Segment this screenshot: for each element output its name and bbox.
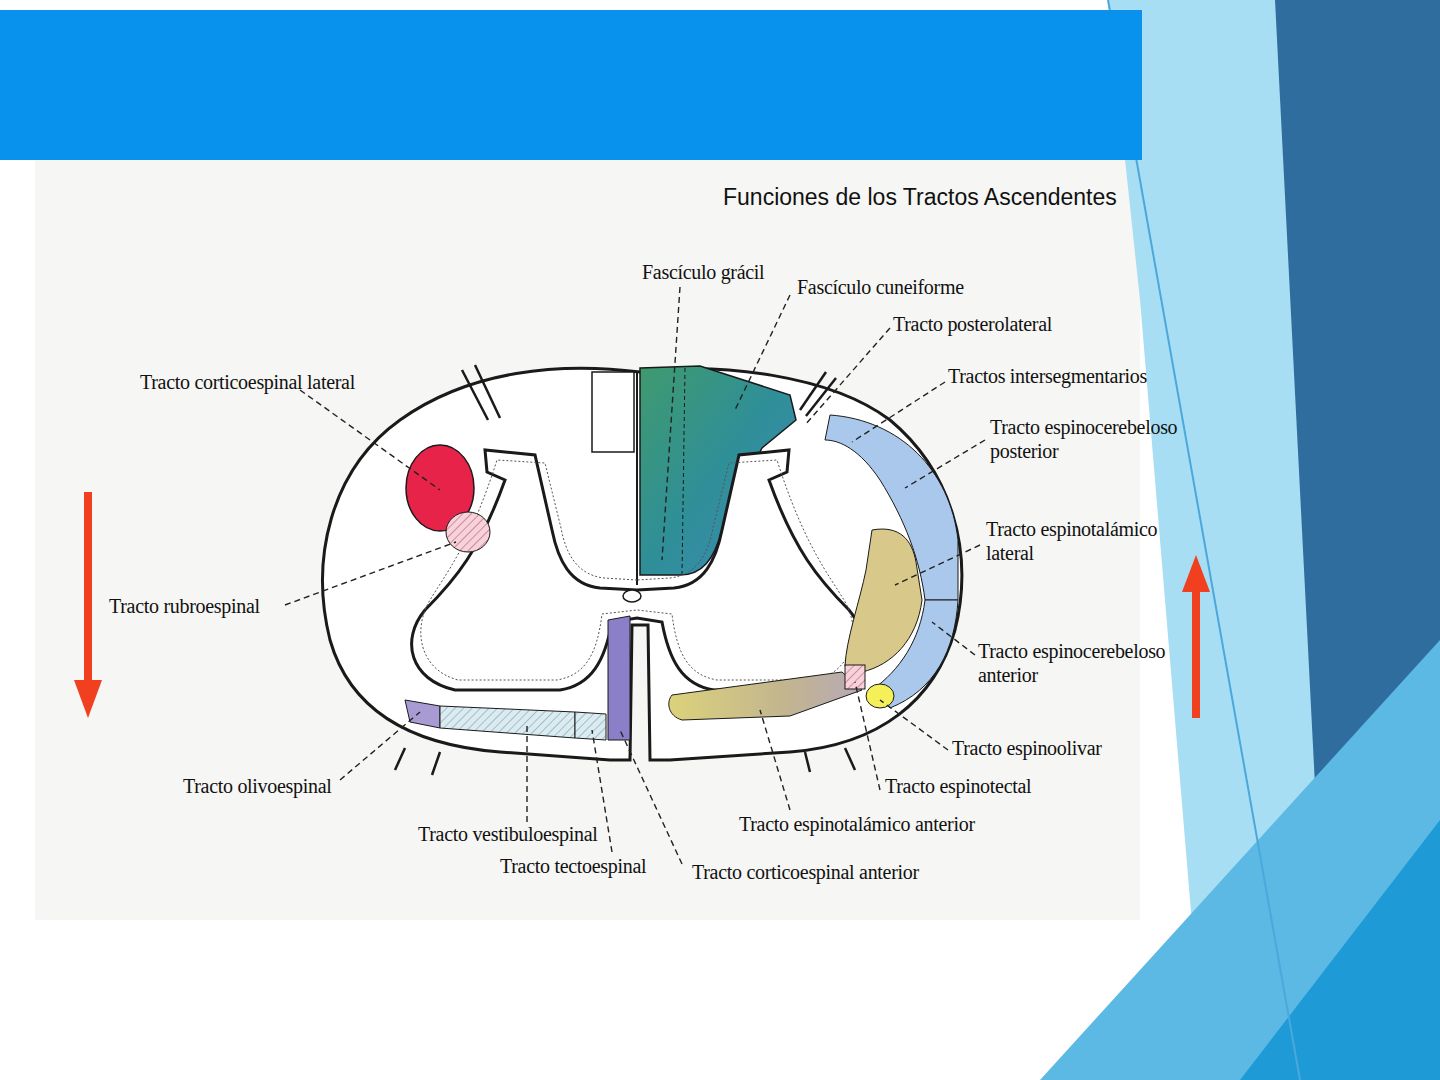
tract-label: Tracto espinotalámico anterior bbox=[739, 812, 975, 836]
leader-line bbox=[852, 382, 945, 442]
leader-line bbox=[620, 730, 682, 864]
gray-matter bbox=[412, 450, 863, 690]
tract-label: Tracto rubroespinal bbox=[109, 594, 260, 618]
spinoolivary bbox=[866, 684, 894, 708]
leader-line bbox=[905, 440, 985, 488]
olivospinal bbox=[405, 700, 440, 728]
gray-matter-inner bbox=[421, 460, 853, 680]
tract-label: Tracto posterolateral bbox=[893, 312, 1052, 336]
tract-label: Tracto espinocerebeloso posterior bbox=[990, 415, 1205, 463]
slide-title: Funciones de los Tractos Ascendentes bbox=[723, 183, 1117, 211]
ventral-root bbox=[845, 748, 855, 770]
dorsal-root bbox=[462, 370, 488, 420]
tract-label: Fascículo cuneiforme bbox=[797, 275, 964, 299]
spinotectal bbox=[845, 665, 865, 689]
title-banner bbox=[0, 10, 1142, 160]
leader-line bbox=[340, 712, 420, 780]
leader-line bbox=[895, 545, 980, 585]
tract-label: Tracto espinotectal bbox=[885, 774, 1031, 798]
ventral-root bbox=[432, 752, 440, 775]
arrow-head-down bbox=[74, 680, 102, 718]
rubrospinal bbox=[446, 512, 490, 552]
arrow-shaft bbox=[1192, 590, 1200, 718]
tract-label: Tracto tectoespinal bbox=[500, 854, 646, 878]
central-canal bbox=[623, 590, 641, 602]
tract-label: Tractos intersegmentarios bbox=[948, 364, 1147, 388]
nerve-roots bbox=[395, 365, 855, 775]
leader-line bbox=[880, 700, 948, 750]
dorsal-root bbox=[806, 378, 836, 416]
tract-label: Tracto corticoespinal anterior bbox=[692, 860, 919, 884]
leader-line bbox=[662, 287, 680, 560]
tract-label: Tracto espinoolivar bbox=[952, 736, 1102, 760]
lateral-spinothalamic bbox=[845, 529, 922, 672]
tract-label: Tracto vestibuloespinal bbox=[418, 822, 598, 846]
leader-line bbox=[760, 710, 790, 810]
fasciculus-divider bbox=[682, 368, 685, 575]
posterior-septum bbox=[636, 372, 638, 585]
leader-line bbox=[735, 295, 790, 410]
vestibulospinal bbox=[440, 706, 575, 738]
leader-lines bbox=[285, 287, 985, 864]
decor-triangle bbox=[1040, 640, 1440, 1080]
arrow-head-up bbox=[1182, 555, 1210, 592]
arrow-shaft bbox=[84, 492, 92, 682]
dorsal-root bbox=[800, 372, 826, 410]
tract-label: Tracto corticoespinal lateral bbox=[140, 370, 355, 394]
leader-line bbox=[285, 542, 456, 605]
leader-line bbox=[805, 328, 890, 425]
anterior-spinothalamic bbox=[669, 672, 862, 720]
dorsal-root bbox=[475, 365, 500, 418]
tract-label: Tracto olivoespinal bbox=[183, 774, 332, 798]
leader-line bbox=[855, 682, 880, 790]
ventral-root bbox=[805, 752, 810, 772]
tract-label: Fascículo grácil bbox=[642, 260, 764, 284]
direction-arrows bbox=[74, 492, 1210, 718]
septum-gap bbox=[592, 372, 634, 452]
page-background bbox=[35, 160, 1140, 920]
leader-line bbox=[932, 622, 975, 655]
tract-label: Tracto espinocerebeloso anterior bbox=[978, 639, 1193, 687]
ventral-root bbox=[395, 748, 405, 770]
leader-line bbox=[526, 726, 527, 822]
leader-line bbox=[300, 390, 440, 490]
decor-triangle bbox=[1240, 820, 1440, 1080]
tectospinal bbox=[575, 712, 606, 740]
anterior-corticospinal bbox=[608, 616, 630, 740]
tract-label: Tracto espinotalámico lateral bbox=[986, 517, 1181, 565]
